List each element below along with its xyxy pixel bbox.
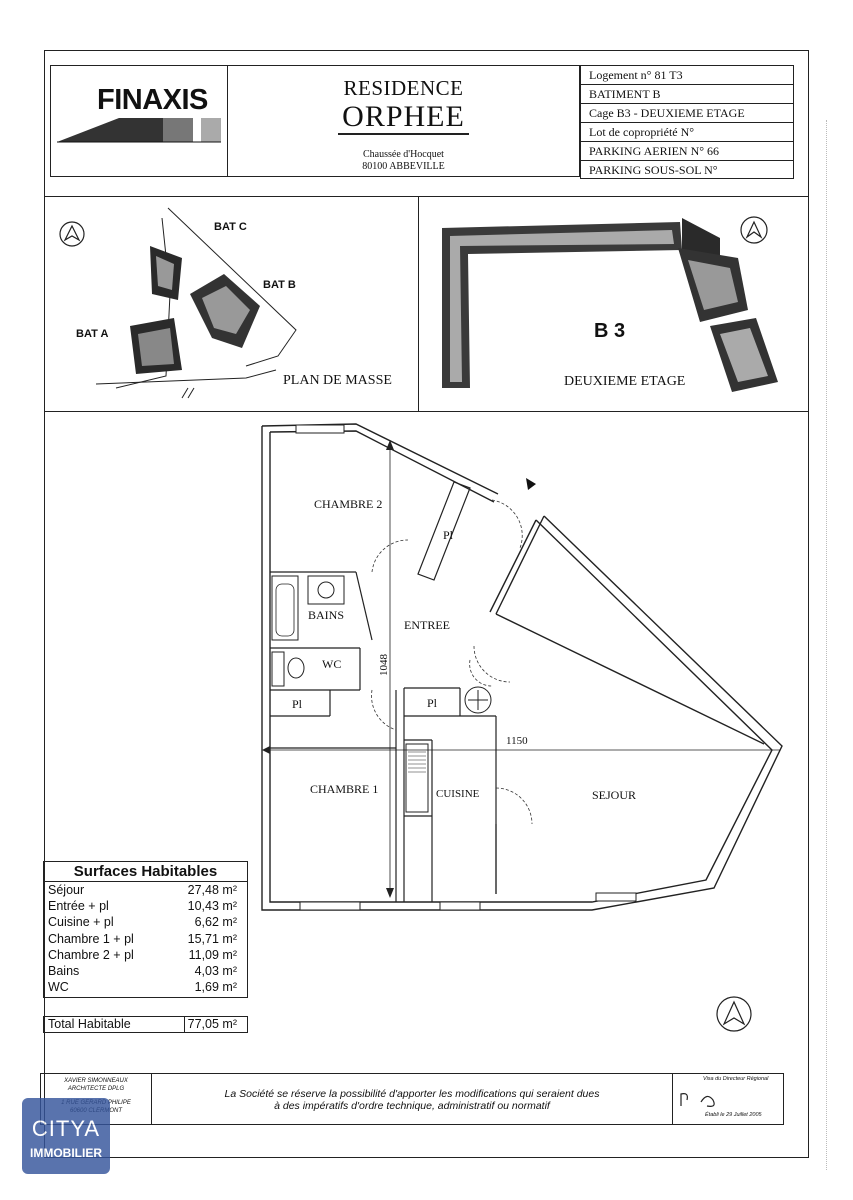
visa-box: Visa du Directeur Régional Établi le 29 … <box>672 1073 784 1125</box>
surface-value: 15,71 m² <box>187 931 237 946</box>
table-row: Entrée + pl 10,43 m² <box>44 898 247 914</box>
bat-a-label: BAT A <box>76 328 109 340</box>
dimension-horizontal: 1150 <box>506 735 528 747</box>
table-row: Bains 4,03 m² <box>44 963 247 979</box>
total-label: Total Habitable <box>48 1017 131 1031</box>
lot-info-table: Logement n° 81 T3 BATIMENT B Cage B3 - D… <box>580 65 794 179</box>
room-chambre-1: CHAMBRE 1 <box>310 782 379 796</box>
architect-name: XAVIER SIMONNEAUX <box>64 1078 128 1084</box>
dimension-vertical: 1048 <box>378 654 390 676</box>
residence-name-text: ORPHEE <box>338 100 469 135</box>
surface-value: 6,62 m² <box>194 915 237 930</box>
surface-value: 1,69 m² <box>194 980 237 995</box>
surface-value: 10,43 m² <box>187 899 237 914</box>
residence-name: ORPHEE <box>228 100 579 135</box>
total-separator <box>184 1017 185 1032</box>
residence-label: RESIDENCE <box>343 76 464 100</box>
room-wc: WC <box>322 657 342 671</box>
table-row: Séjour 27,48 m² <box>44 882 247 898</box>
signature-icon <box>680 1093 715 1107</box>
disclaimer-box: La Société se réserve la possibilité d'a… <box>152 1073 672 1125</box>
info-row-parking-sous-sol: PARKING SOUS-SOL N° <box>589 163 718 177</box>
surface-label: Cuisine + pl <box>48 915 114 930</box>
total-value: 77,05 m² <box>187 1017 237 1031</box>
info-row-parking-aerien: PARKING AERIEN N° 66 <box>581 142 793 161</box>
architect-title: ARCHITECTE DPLG <box>67 1086 125 1092</box>
surfaces-title: Surfaces Habitables <box>44 862 247 882</box>
north-arrow-icon <box>59 221 85 247</box>
visa-date: Établi le 29 Juillet 2005 <box>705 1112 762 1118</box>
surface-label: Séjour <box>48 883 85 897</box>
site-plan-caption: PLAN DE MASSE <box>283 373 392 388</box>
finaxis-logo-text: FINAXIS <box>97 84 208 116</box>
total-habitable-row: Total Habitable 77,05 m² <box>43 1016 248 1033</box>
surfaces-table: Surfaces Habitables Séjour 27,48 m² Entré… <box>43 861 248 998</box>
info-row-cage: Cage B3 - DEUXIEME ETAGE <box>581 104 793 123</box>
plans-bottom-divider <box>44 411 809 412</box>
north-arrow-icon-3 <box>716 996 752 1032</box>
info-row-batiment: BATIMENT B <box>581 85 793 104</box>
table-row: WC 1,69 m² <box>44 979 247 995</box>
surface-label: Bains <box>48 963 80 978</box>
finaxis-logo-box: FINAXIS <box>50 65 228 177</box>
table-row: Cuisine + pl 6,62 m² <box>44 914 247 930</box>
disclaimer-line-1: La Société se réserve la possibilité d'a… <box>224 1088 600 1100</box>
table-row: Chambre 1 + pl 15,71 m² <box>44 931 247 947</box>
room-cuisine: CUISINE <box>436 788 480 800</box>
residence-title-box: RESIDENCE ORPHEE Chaussée d'Hocquet 8010… <box>228 65 580 177</box>
room-bains: BAINS <box>308 608 345 622</box>
citya-brand: CITYA <box>31 1116 101 1141</box>
floor-key-caption: DEUXIEME ETAGE <box>564 374 686 389</box>
surface-label: Chambre 1 + pl <box>48 931 134 946</box>
citya-watermark-logo: CITYA IMMOBILIER <box>22 1098 110 1174</box>
bat-b-label: BAT B <box>263 279 296 291</box>
surface-value: 27,48 m² <box>187 883 237 897</box>
surface-value: 11,09 m² <box>188 947 237 962</box>
plans-divider <box>418 196 419 412</box>
floor-key-drawing <box>442 216 778 392</box>
table-row: Chambre 2 + pl 11,09 m² <box>44 947 247 963</box>
address-line-2: 80100 ABBEVILLE <box>362 161 445 172</box>
room-entree: ENTREE <box>404 618 450 632</box>
info-row-lot: Lot de copropriété N° <box>581 123 793 142</box>
visa-label: Visa du Directeur Régional <box>703 1076 769 1082</box>
room-pl-mid: Pl <box>427 696 438 710</box>
surface-label: Chambre 2 + pl <box>48 947 134 962</box>
disclaimer-line-2: à des impératifs d'ordre technique, admi… <box>274 1100 550 1112</box>
room-chambre-2: CHAMBRE 2 <box>314 497 383 511</box>
site-plan-drawing <box>59 207 297 399</box>
block-label: B 3 <box>594 320 626 342</box>
citya-sub: IMMOBILIER <box>30 1146 102 1160</box>
info-row-logement: Logement n° 81 T3 <box>581 66 793 85</box>
north-arrow-icon-2 <box>740 216 768 244</box>
document-frame <box>44 50 809 1158</box>
header-divider <box>44 196 809 197</box>
surface-label: WC <box>48 980 69 995</box>
surface-label: Entrée + pl <box>48 899 109 914</box>
room-pl-left: Pl <box>292 697 303 711</box>
finaxis-logo-graphic <box>57 118 221 143</box>
surface-value: 4,03 m² <box>194 963 237 978</box>
address-line-1: Chaussée d'Hocquet <box>363 149 444 160</box>
scan-edge-noise <box>826 120 829 1170</box>
room-sejour: SEJOUR <box>592 788 637 802</box>
bat-c-label: BAT C <box>214 221 247 233</box>
room-pl-top: Pl <box>443 528 454 542</box>
